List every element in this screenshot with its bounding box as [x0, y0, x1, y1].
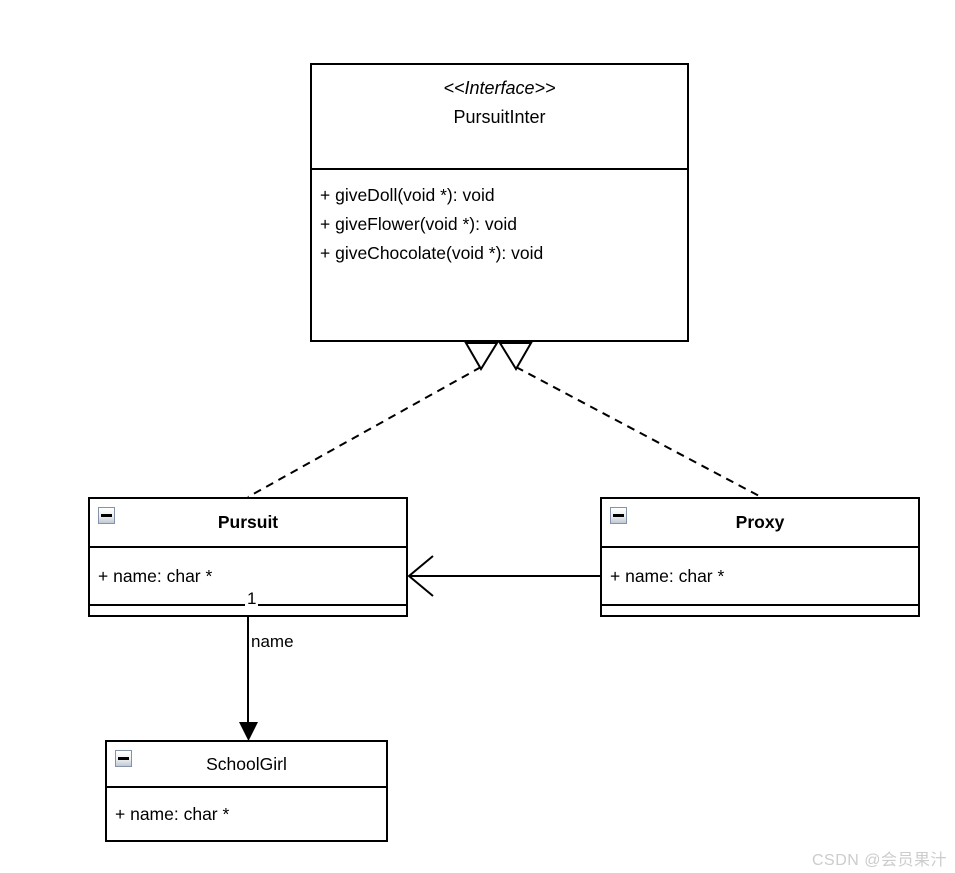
multiplicity-label: 1 — [245, 589, 259, 609]
minus-glyph — [101, 514, 112, 517]
collapse-icon[interactable] — [115, 750, 132, 767]
interface-method: + giveChocolate(void *): void — [320, 243, 544, 263]
interface-methods-compartment: + giveDoll(void *): void + giveFlower(vo… — [312, 170, 687, 268]
realization-line-pursuit — [247, 366, 482, 498]
open-arrowhead-icon — [407, 555, 434, 597]
proxy-empty-compartment — [602, 606, 918, 613]
interface-title-compartment: <<Interface>> PursuitInter — [312, 65, 687, 170]
class-name: Proxy — [735, 512, 785, 532]
class-name: SchoolGirl — [206, 753, 287, 774]
class-box-proxy: Proxy + name: char * — [600, 497, 920, 617]
realization-line-proxy — [515, 366, 762, 498]
proxy-title-compartment: Proxy — [602, 499, 918, 548]
proxy-attributes-compartment: + name: char * — [602, 548, 918, 606]
interface-name: PursuitInter — [453, 107, 546, 127]
collapse-icon[interactable] — [98, 507, 115, 524]
minus-glyph — [613, 514, 624, 517]
association-name-label: name — [251, 632, 294, 651]
realization-triangle-left-icon — [464, 342, 499, 371]
class-attribute: + name: char * — [115, 804, 230, 824]
interface-stereotype: <<Interface>> — [443, 78, 556, 98]
interface-method: + giveDoll(void *): void — [320, 185, 495, 205]
class-name: Pursuit — [217, 512, 279, 532]
class-box-schoolgirl: SchoolGirl + name: char * — [105, 740, 388, 842]
realization-triangle-right-icon — [498, 342, 533, 371]
interface-box-pursuitinter: <<Interface>> PursuitInter + giveDoll(vo… — [310, 63, 689, 342]
class-attribute: + name: char * — [98, 566, 213, 586]
pursuit-title-compartment: Pursuit — [90, 499, 406, 548]
filled-arrowhead-icon — [239, 722, 258, 741]
collapse-icon[interactable] — [610, 507, 627, 524]
schoolgirl-title-compartment: SchoolGirl — [107, 742, 386, 788]
interface-method: + giveFlower(void *): void — [320, 214, 517, 234]
watermark: CSDN @会员果汁 — [811, 852, 947, 869]
schoolgirl-attributes-compartment: + name: char * — [107, 788, 386, 840]
class-attribute: + name: char * — [610, 566, 725, 586]
minus-glyph — [118, 757, 129, 760]
